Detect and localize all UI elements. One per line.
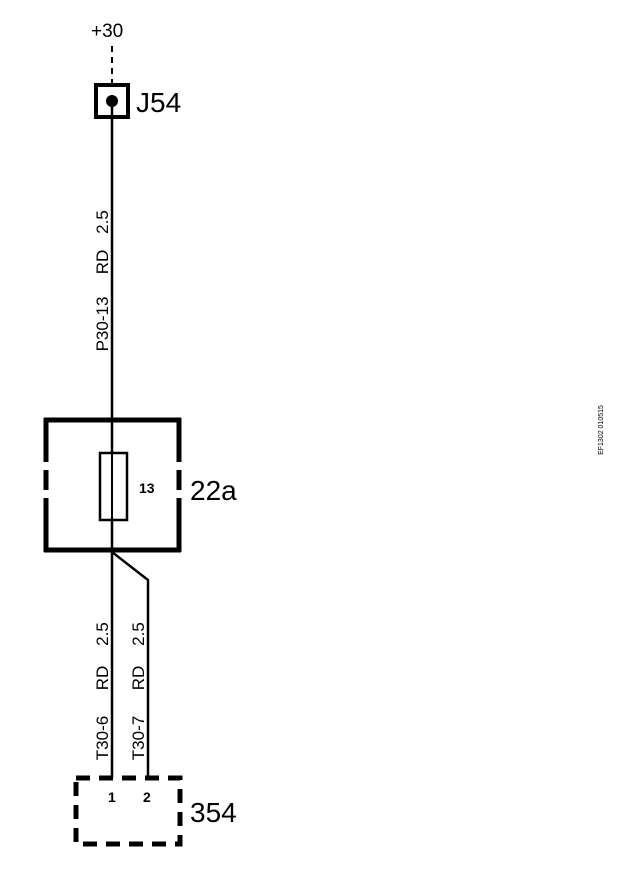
- wire-upper-color: RD: [93, 250, 112, 275]
- wire-left-code: T30-6: [93, 716, 112, 760]
- supply-label: +30: [91, 21, 123, 42]
- connector-box: [73, 775, 183, 847]
- drawing-reference: EF1302 010515: [598, 405, 605, 455]
- fuse-number: 13: [139, 480, 155, 496]
- connector-pin-2: 2: [143, 789, 151, 805]
- connector-label: 354: [190, 797, 237, 828]
- wire-right-color: RD: [129, 666, 148, 691]
- junction-label: J54: [136, 87, 181, 118]
- fuse-box-label: 22a: [190, 475, 237, 506]
- wire-right-gauge: 2.5: [129, 622, 148, 646]
- wire-right: [111, 551, 150, 778]
- wire-left-color: RD: [93, 666, 112, 691]
- wire-left-gauge: 2.5: [93, 622, 112, 646]
- wire-upper-code: P30-13: [93, 297, 112, 352]
- wire-right-code: T30-7: [129, 716, 148, 760]
- connector-pin-1: 1: [108, 789, 116, 805]
- wire-upper-gauge: 2.5: [93, 210, 112, 234]
- fuse-element: [98, 451, 129, 522]
